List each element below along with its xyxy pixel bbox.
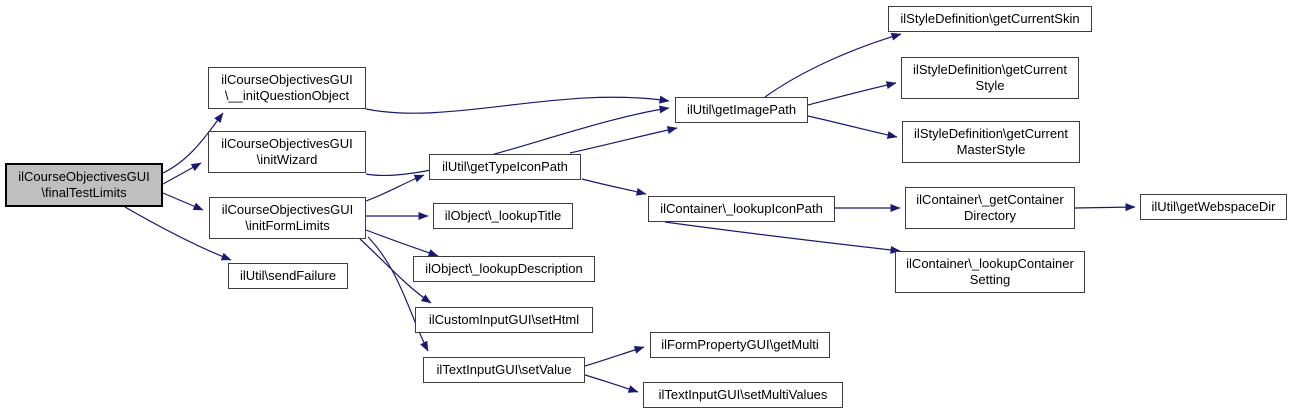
edge-getImagePath-getCurrentSkin: [764, 32, 902, 98]
node-initWizard[interactable]: ilCourseObjectivesGUI \initWizard: [208, 131, 366, 173]
node-finalTestLimits: ilCourseObjectivesGUI \finalTestLimits: [5, 163, 163, 207]
edge-finalTestLimits-sendFailure: [124, 206, 232, 261]
node-initFormLimits[interactable]: ilCourseObjectivesGUI \initFormLimits: [209, 197, 366, 239]
edge-getImagePath-getCurrentMasterStyle: [807, 115, 898, 139]
edge-initFormLimits-setValue: [367, 236, 429, 352]
edge-setValue-setMultiValues: [584, 374, 639, 393]
edge-initFormLimits-getTypeIconPath: [365, 174, 425, 202]
edge-initQuestionObject-getImagePath: [365, 95, 670, 114]
edge-initWizard-getImagePath: [365, 105, 670, 176]
node-getWebspaceDir[interactable]: ilUtil\getWebspaceDir: [1140, 194, 1287, 220]
node-getTypeIconPath[interactable]: ilUtil\getTypeIconPath: [429, 154, 581, 180]
node-getCurrentSkin[interactable]: ilStyleDefinition\getCurrentSkin: [888, 6, 1092, 32]
node-setMultiValues[interactable]: ilTextInputGUI\setMultiValues: [643, 382, 843, 408]
node-initQuestionObject[interactable]: ilCourseObjectivesGUI \__initQuestionObj…: [208, 67, 366, 109]
edge-setValue-getMulti: [584, 346, 645, 367]
edge-finalTestLimits-initFormLimits: [162, 192, 204, 211]
node-setValue[interactable]: ilTextInputGUI\setValue: [423, 357, 585, 383]
node-lookupIconPath[interactable]: ilContainer\_lookupIconPath: [648, 196, 835, 222]
node-lookupContainerSetting[interactable]: ilContainer\_lookupContainer Setting: [895, 251, 1085, 293]
edge-lookupIconPath-lookupContainerSetting: [664, 221, 901, 254]
edge-finalTestLimits-initQuestionObject: [162, 112, 224, 174]
edge-initFormLimits-setHtml: [359, 238, 432, 304]
node-getCurrentMasterStyle[interactable]: ilStyleDefinition\getCurrent MasterStyle: [902, 121, 1080, 163]
node-lookupTitle[interactable]: ilObject\_lookupTitle: [433, 203, 573, 229]
edge-getTypeIconPath-getImagePath: [569, 126, 678, 154]
edge-finalTestLimits-initWizard: [162, 162, 202, 185]
edge-getTypeIconPath-lookupIconPath: [581, 178, 647, 196]
node-setHtml[interactable]: ilCustomInputGUI\setHtml: [415, 307, 593, 333]
edge-initFormLimits-lookupDescription: [365, 229, 439, 257]
edge-getContainerDirectory-getWebspaceDir: [1074, 203, 1136, 212]
node-getMulti[interactable]: ilFormPropertyGUI\getMulti: [650, 332, 830, 358]
node-lookupDescription[interactable]: ilObject\_lookupDescription: [413, 256, 595, 282]
edge-getImagePath-getCurrentStyle: [807, 81, 897, 106]
node-sendFailure[interactable]: ilUtil\sendFailure: [228, 263, 348, 289]
node-getImagePath[interactable]: ilUtil\getImagePath: [675, 97, 808, 123]
node-getCurrentStyle[interactable]: ilStyleDefinition\getCurrent Style: [901, 57, 1079, 99]
node-getContainerDirectory[interactable]: ilContainer\_getContainer Directory: [905, 187, 1075, 229]
